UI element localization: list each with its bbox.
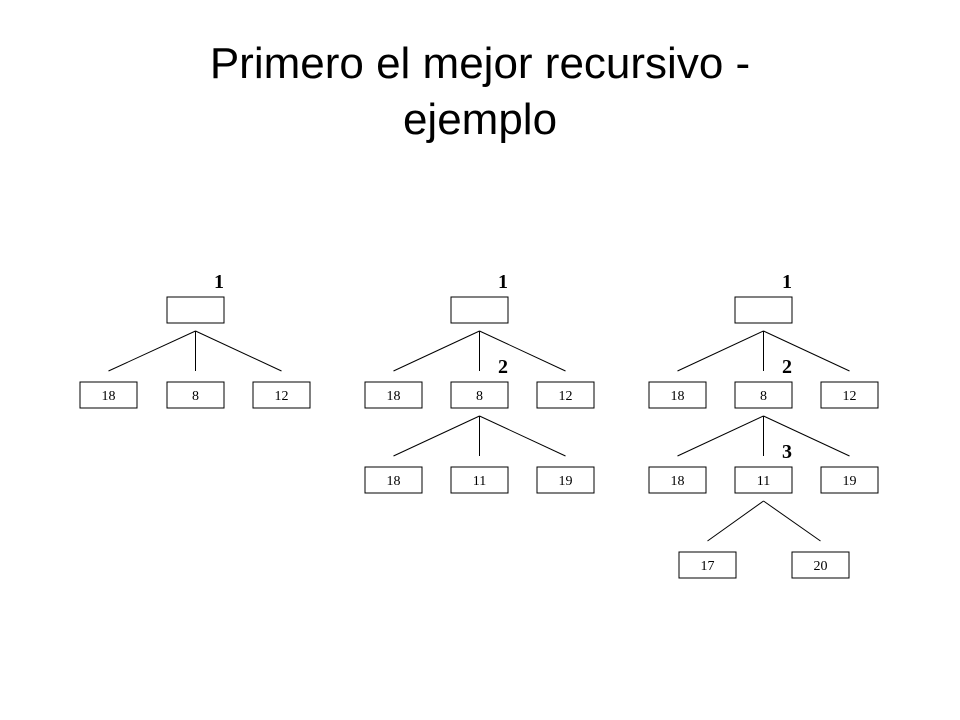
root-edge-2 <box>479 330 566 372</box>
level1-node-box <box>734 381 793 409</box>
root-edge-2 <box>763 330 850 372</box>
level2-node-value: 18 <box>387 474 401 489</box>
root-node-0 <box>734 296 793 324</box>
level2-node-1: 11 <box>450 466 509 494</box>
level3-node-value: 17 <box>701 559 715 574</box>
level2-edge-0 <box>677 415 764 457</box>
level3-node-value: 20 <box>814 559 828 574</box>
level1-node-box <box>364 381 423 409</box>
level2-node-box <box>450 466 509 494</box>
level1-node-value: 8 <box>760 389 767 404</box>
level3-node-box <box>791 551 850 579</box>
root-node-box <box>166 296 225 324</box>
level2-node-2: 19 <box>536 466 595 494</box>
level2-node-0: 18 <box>364 466 423 494</box>
step-label-1: 1 <box>782 271 792 293</box>
level3-edge-0 <box>707 500 764 542</box>
level3-node-box <box>678 551 737 579</box>
level2-node-2: 19 <box>820 466 879 494</box>
level1-node-box <box>166 381 225 409</box>
level1-node-2: 12 <box>820 381 879 409</box>
root-edge-0 <box>677 330 764 372</box>
level3-edge-1 <box>763 500 821 542</box>
step-label-1: 1 <box>498 271 508 293</box>
level1-node-box <box>648 381 707 409</box>
step-label-2: 2 <box>782 356 792 378</box>
level2-node-value: 11 <box>473 474 486 489</box>
level1-node-value: 12 <box>275 389 289 404</box>
root-edge-0 <box>108 330 196 372</box>
level2-node-box <box>364 466 423 494</box>
level1-node-box <box>536 381 595 409</box>
level2-node-box <box>536 466 595 494</box>
root-node-0 <box>166 296 225 324</box>
level2-node-1: 11 <box>734 466 793 494</box>
root-node-box <box>450 296 509 324</box>
level2-node-box <box>820 466 879 494</box>
level2-node-value: 19 <box>843 474 857 489</box>
slide-title-line-2: ejemplo <box>402 95 558 144</box>
level1-node-0: 18 <box>648 381 707 409</box>
root-edge-0 <box>393 330 480 372</box>
tree-step-1: 18 8 12 1 <box>79 271 311 409</box>
level2-node-value: 11 <box>757 474 770 489</box>
slide-title-line-1: Primero el mejor recursivo - <box>209 39 751 88</box>
level2-node-value: 19 <box>559 474 573 489</box>
level1-node-value: 18 <box>671 389 685 404</box>
level2-edge-0 <box>393 415 480 457</box>
level1-node-value: 12 <box>559 389 573 404</box>
root-edge-2 <box>195 330 282 372</box>
level3-node-0: 17 <box>678 551 737 579</box>
level2-edge-2 <box>763 415 850 457</box>
level1-node-box <box>79 381 138 409</box>
root-node-0 <box>450 296 509 324</box>
step-label-3: 3 <box>782 441 792 463</box>
root-node-box <box>734 296 793 324</box>
slide-title: Primero el mejor recursivo - ejemplo <box>0 36 960 148</box>
level2-node-box <box>734 466 793 494</box>
level1-node-value: 18 <box>102 389 116 404</box>
level2-node-box <box>648 466 707 494</box>
step-label-1: 1 <box>214 271 224 293</box>
level1-node-value: 8 <box>192 389 199 404</box>
level1-node-1: 8 <box>450 381 509 409</box>
level2-node-0: 18 <box>648 466 707 494</box>
level1-node-box <box>450 381 509 409</box>
level1-node-1: 8 <box>166 381 225 409</box>
level1-node-box <box>820 381 879 409</box>
level3-node-1: 20 <box>791 551 850 579</box>
level1-node-2: 12 <box>536 381 595 409</box>
step-label-2: 2 <box>498 356 508 378</box>
level2-edge-2 <box>479 415 566 457</box>
level1-node-0: 18 <box>364 381 423 409</box>
level1-node-0: 18 <box>79 381 138 409</box>
level2-node-value: 18 <box>671 474 685 489</box>
level1-node-1: 8 <box>734 381 793 409</box>
level1-node-2: 12 <box>252 381 311 409</box>
level1-node-value: 8 <box>476 389 483 404</box>
level1-node-value: 18 <box>387 389 401 404</box>
level1-node-box <box>252 381 311 409</box>
level1-node-value: 12 <box>843 389 857 404</box>
